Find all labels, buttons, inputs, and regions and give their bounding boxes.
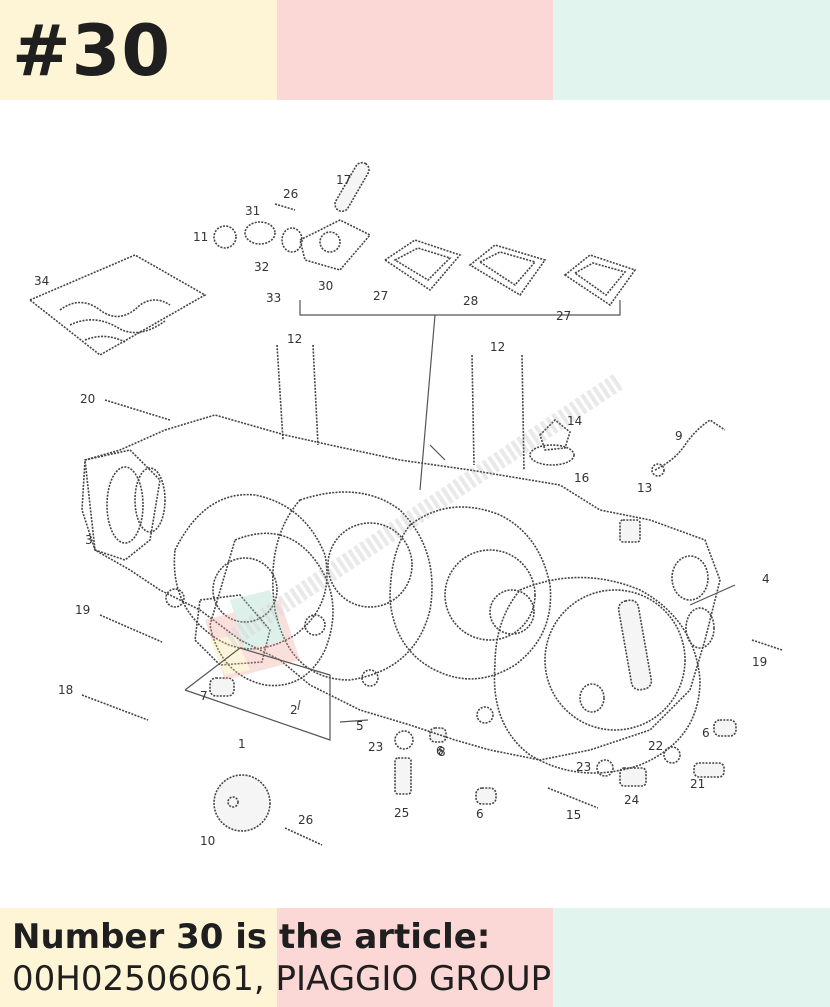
label-26a: 26: [283, 187, 298, 201]
label-6c: 6: [436, 744, 444, 758]
caption-article-code: 00H02506061, PIAGGIO GROUP: [12, 959, 552, 999]
label-2: 2: [290, 703, 298, 717]
label-23b: 23: [576, 760, 591, 774]
label-28: 28: [463, 294, 478, 308]
label-19a: 19: [75, 603, 90, 617]
exploded-parts-diagram: 1 2 3 4 5 6 6 6 7 8 9 10 11 12 12 13 14 …: [0, 100, 830, 908]
label-9: 9: [675, 429, 683, 443]
label-18: 18: [58, 683, 73, 697]
watermark-logo: [205, 372, 625, 680]
label-6a: 6: [702, 726, 710, 740]
label-13: 13: [637, 481, 652, 495]
label-14: 14: [567, 414, 582, 428]
label-20: 20: [80, 392, 95, 406]
header-band: [0, 0, 830, 100]
oil-seal-cover: [213, 774, 271, 832]
label-10: 10: [200, 834, 215, 848]
label-25: 25: [394, 806, 409, 820]
label-17: 17: [336, 173, 351, 187]
label-1: 1: [238, 737, 246, 751]
crankcase-body: [81, 414, 721, 774]
bolts: [81, 399, 783, 846]
label-32: 32: [254, 260, 269, 274]
breather-parts: [529, 418, 726, 477]
label-3: 3: [85, 533, 93, 547]
caption-band: [0, 908, 830, 1007]
gasket-kit-bag: [28, 254, 207, 356]
label-7: 7: [200, 689, 208, 703]
label-27a: 27: [373, 289, 388, 303]
header-band-pink: [277, 0, 553, 100]
label-34: 34: [34, 274, 49, 288]
label-31: 31: [245, 204, 260, 218]
cylinder-studs: [276, 344, 525, 471]
label-33: 33: [266, 291, 281, 305]
label-12b: 12: [490, 340, 505, 354]
caption-band-pink: [277, 908, 553, 1007]
label-21: 21: [690, 777, 705, 791]
label-4: 4: [762, 572, 770, 586]
label-22: 22: [648, 739, 663, 753]
label-6b: 6: [476, 807, 484, 821]
label-26b: 26: [298, 813, 313, 827]
label-16: 16: [574, 471, 589, 485]
caption-band-yellow: [0, 908, 277, 1007]
reference-labels: 1 2 3 4 5 6 6 6 7 8 9 10 11 12 12 13 14 …: [34, 173, 770, 848]
label-27b: 27: [556, 309, 571, 323]
label-5: 5: [356, 719, 364, 733]
label-12a: 12: [287, 332, 302, 346]
label-30: 30: [318, 279, 333, 293]
article-caption: Number 30 is the article: 00H02506061, P…: [12, 916, 822, 1000]
header-band-yellow: [0, 0, 277, 100]
callout-lines: [184, 444, 736, 741]
caption-heading: Number 30 is the article:: [12, 917, 491, 957]
header-band-mint: [553, 0, 830, 100]
intake-parts: [213, 161, 637, 491]
label-19b: 19: [752, 655, 767, 669]
label-24: 24: [624, 793, 639, 807]
label-8: 8: [438, 745, 446, 759]
caption-band-mint: [553, 908, 830, 1007]
label-11: 11: [193, 230, 208, 244]
crankcase-drawing: 1 2 3 4 5 6 6 6 7 8 9 10 11 12 12 13 14 …: [28, 161, 783, 848]
part-number-title: #30: [12, 10, 172, 92]
label-15: 15: [566, 808, 581, 822]
label-23a: 23: [368, 740, 383, 754]
